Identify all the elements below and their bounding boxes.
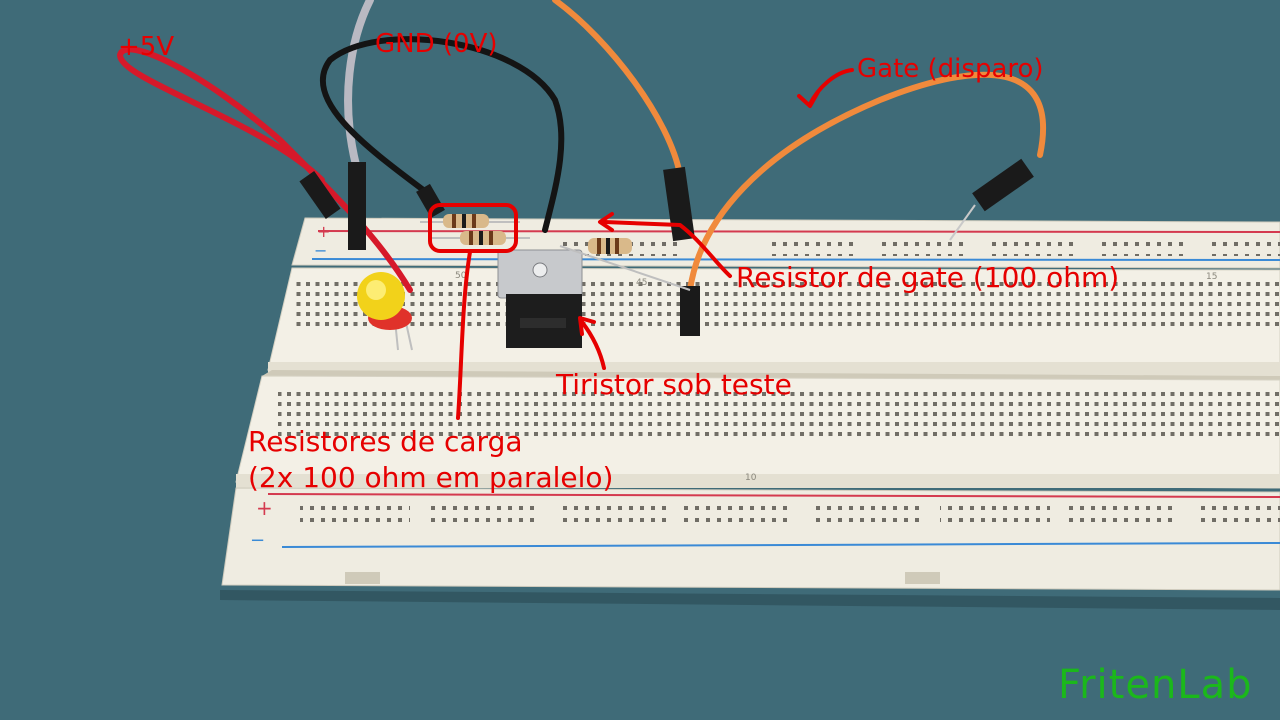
label-gate-resistor: Resistor de gate (100 ohm) — [736, 261, 1120, 294]
annotation-arrows — [428, 68, 854, 420]
label-gate-trigger: Gate (disparo) — [857, 54, 1044, 84]
top-rail-holes — [560, 236, 1280, 256]
thyristor-to220 — [497, 249, 583, 348]
row-number-label: 15 — [1206, 272, 1217, 282]
bottom-rail-red-line — [267, 493, 1280, 498]
row-number-label: 45 — [636, 278, 647, 288]
upper-hole-grid — [296, 276, 1280, 328]
bottom-rail-holes — [300, 505, 1280, 529]
gate-wire-connector — [680, 286, 700, 336]
lower-hole-grid — [278, 388, 1280, 442]
thyristor-arrow — [580, 320, 606, 370]
gate-resistor-arrow — [603, 220, 732, 278]
row-number-label: 50 — [455, 271, 467, 281]
label-load-resistors-detail: (2x 100 ohm em paralelo) — [248, 461, 614, 494]
bottom-rail-blue-line — [281, 542, 1280, 548]
label-thyristor: Tiristor sob teste — [556, 368, 792, 401]
top-rail-red-line — [317, 230, 1280, 233]
label-plus-5v: +5V — [118, 32, 175, 62]
top-rail-blue-line — [311, 258, 1280, 261]
gate-top-connector — [972, 158, 1034, 212]
bottom-rail-minus-mark: − — [250, 530, 265, 551]
black-gnd-wire — [320, 36, 565, 233]
yellow-led — [357, 272, 413, 351]
load-resistors — [420, 214, 530, 245]
top-rail-minus-mark: − — [314, 241, 327, 260]
load-resistor-arrow — [456, 250, 472, 420]
fritenlab-watermark: FritenLab — [1058, 662, 1253, 708]
gate-resistor — [559, 238, 691, 291]
bottom-rail-plus-mark: + — [256, 496, 273, 520]
orange-gate-wire — [687, 71, 1047, 293]
top-rail-plus-mark: + — [317, 222, 330, 241]
load-resistor-highlight-box — [428, 203, 518, 253]
orange-wire-back — [552, 0, 683, 178]
orange-back-connector — [663, 166, 695, 242]
row-number-label: 10 — [745, 473, 757, 483]
label-load-resistors: Resistores de carga — [248, 425, 523, 458]
gray-wire — [344, 0, 374, 169]
black-wire-connector — [416, 183, 445, 218]
label-gnd: GND (0V) — [375, 29, 498, 59]
gray-wire-connector — [348, 162, 366, 250]
red-wire-connector — [299, 170, 341, 220]
breadboard-bottom-rail — [221, 487, 1280, 591]
